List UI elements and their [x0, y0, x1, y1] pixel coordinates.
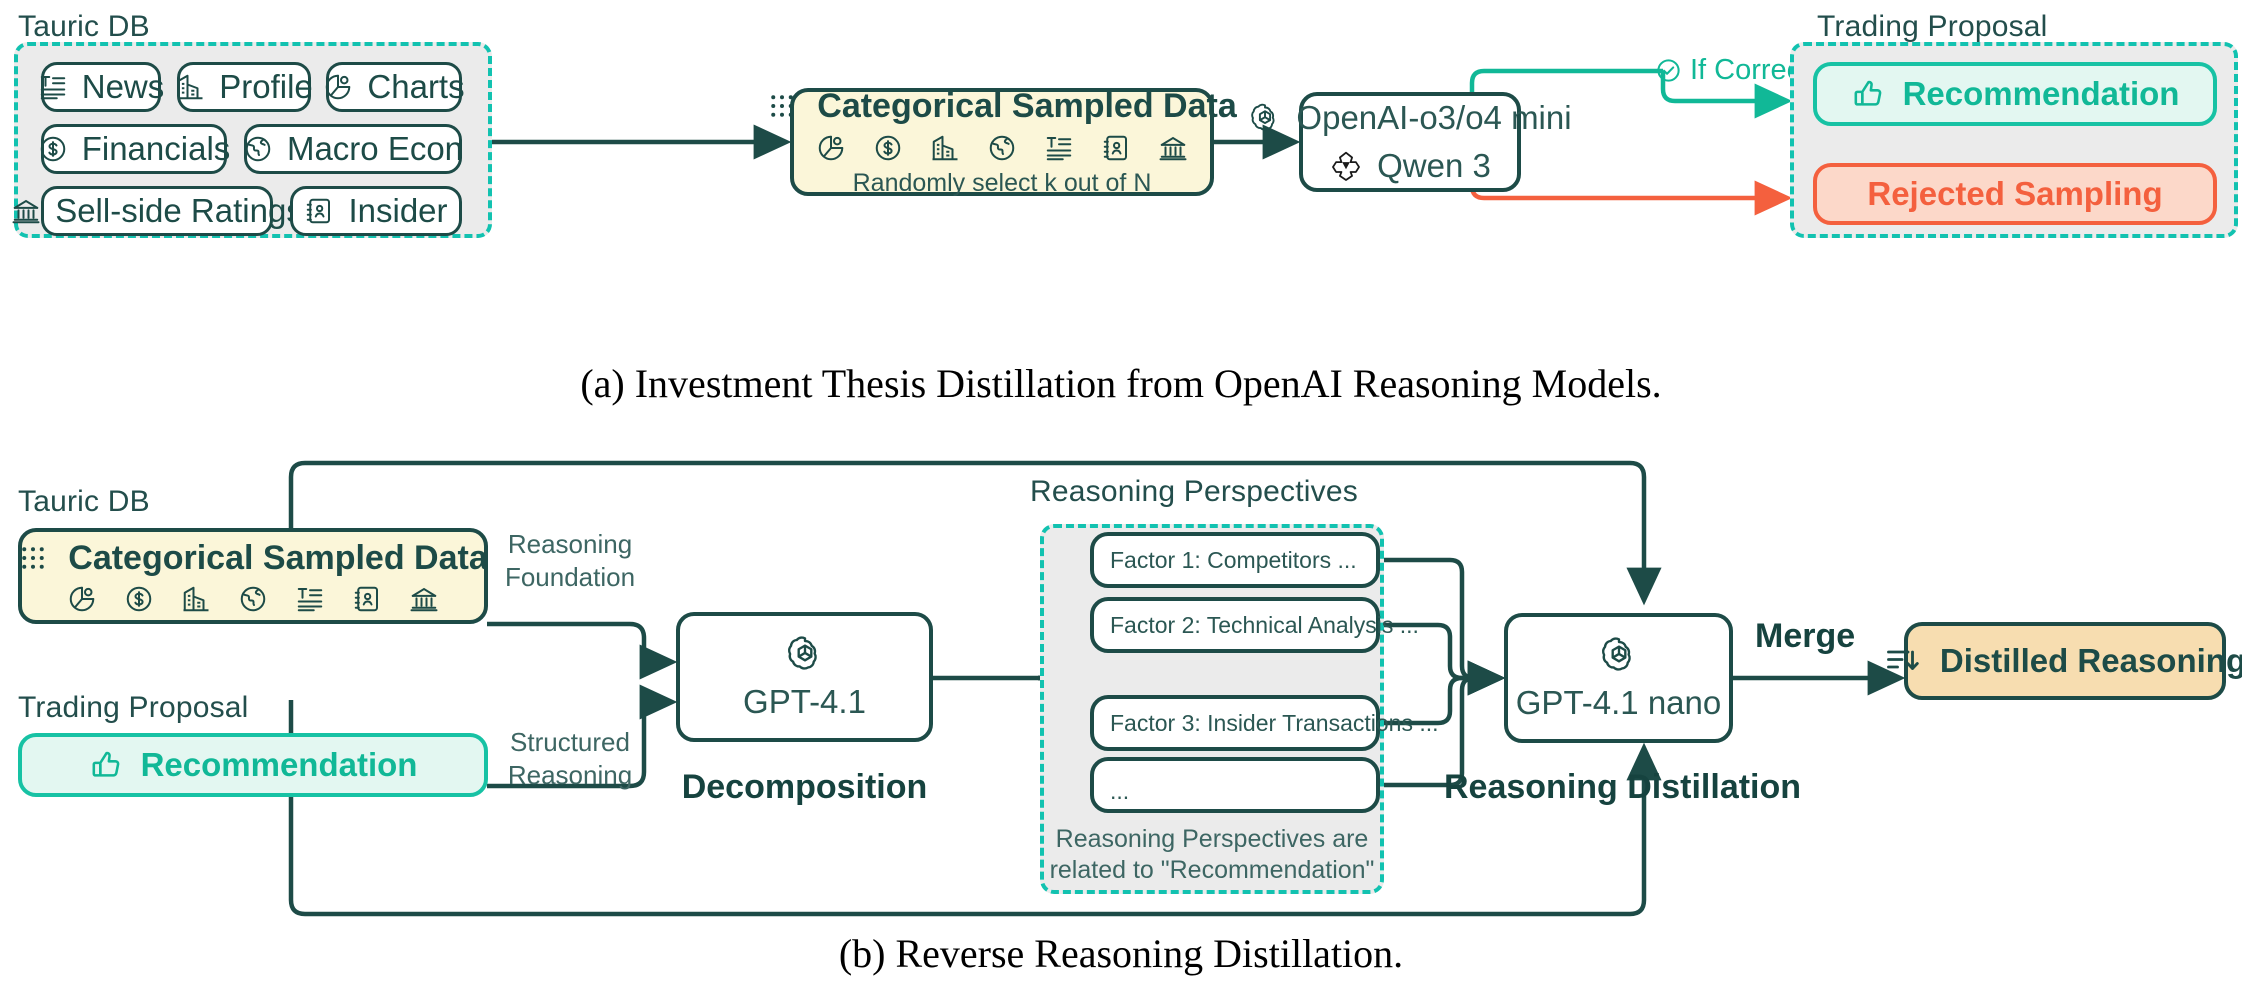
- contact-card-icon: [352, 584, 382, 614]
- db-chip-profile[interactable]: Profile: [175, 62, 313, 112]
- recommendation-label-b: Recommendation: [140, 746, 418, 783]
- bank-icon: [11, 196, 41, 226]
- openai-icon: [784, 633, 826, 675]
- factor-label: ...: [1110, 778, 1130, 804]
- text-lines-icon: [295, 584, 325, 614]
- db-chip-label: News: [81, 68, 165, 105]
- perspectives-note: Reasoning Perspectives are related to "R…: [1049, 825, 1375, 885]
- pie-chart-icon: [67, 584, 97, 614]
- openai-icon: [1248, 101, 1282, 135]
- contact-card-icon: [304, 196, 334, 226]
- distilled-reasoning-label: Distilled Reasoning: [1939, 642, 2242, 679]
- factor-box-3[interactable]: Factor 3: Insider Transactions ...: [1090, 695, 1439, 751]
- edge-label-reasoning-foundation: Reasoning Foundation: [504, 529, 636, 592]
- dot-grid-icon: [18, 543, 48, 573]
- list-down-icon: [1884, 643, 1920, 679]
- recommendation-label-a: Recommendation: [1902, 75, 2180, 112]
- decomposition-model-label: GPT-4.1: [743, 683, 866, 720]
- panel-b-caption: (b) Reverse Reasoning Distillation.: [838, 931, 1404, 976]
- panel-a-model-label-0: OpenAI-o3/o4 mini: [1296, 99, 1572, 136]
- edge-label-merge: Merge: [1755, 617, 1856, 655]
- panel-b-sampler-icon-row: [67, 584, 439, 614]
- perspectives-group-label: Reasoning Perspectives: [1030, 475, 1358, 508]
- panel-a-model-box: OpenAI-o3/o4 mini Qwen 3: [1251, 92, 1572, 192]
- openai-icon: [1598, 634, 1640, 676]
- globe-icon: [243, 134, 273, 164]
- factor-box-1[interactable]: Factor 1: Competitors ...: [1090, 532, 1380, 588]
- db-chip-news[interactable]: News: [38, 62, 164, 112]
- panel-a-sampler-subtitle: Randomly select k out of N: [852, 168, 1152, 197]
- building-icon: [181, 584, 211, 614]
- db-chip-label: Sell-side Ratings: [55, 192, 303, 229]
- text-lines-icon: [1044, 133, 1074, 163]
- recommendation-card-b[interactable]: Recommendation: [18, 733, 488, 797]
- factor-label: Factor 1: Competitors ...: [1110, 546, 1357, 573]
- factor-label: Factor 3: Insider Transactions ...: [1110, 709, 1439, 736]
- panel-a-caption: (a) Investment Thesis Distillation from …: [580, 361, 1662, 406]
- panel-b-sampler-card: Categorical Sampled Data: [18, 528, 488, 624]
- distillation-stage-label: Reasoning Distillation: [1444, 768, 1802, 806]
- bank-icon: [1158, 133, 1188, 163]
- panel-a-proposal-group-label: Trading Proposal: [1817, 10, 2048, 43]
- text-lines-icon: [38, 72, 68, 102]
- building-icon: [175, 72, 205, 102]
- building-icon: [930, 133, 960, 163]
- panel-a-db-group-label: Tauric DB: [18, 10, 150, 43]
- qwen-icon: [1329, 149, 1363, 183]
- panel-a-sampler-icon-row: [816, 133, 1188, 163]
- db-chip-label: Macro Econ: [286, 130, 464, 167]
- globe-icon: [987, 133, 1017, 163]
- db-chip-charts[interactable]: Charts: [323, 62, 465, 112]
- panel-a-sampler-card: Categorical Sampled Data Randomly select…: [771, 87, 1237, 197]
- edge-label-structured-reasoning: Structured Reasoning: [507, 727, 633, 790]
- db-chip-sell-side-ratings[interactable]: Sell-side Ratings: [12, 186, 303, 236]
- dollar-circle-icon: [873, 133, 903, 163]
- if-correct-label: If Correct: [1690, 54, 1810, 86]
- panel-a-model-label-1: Qwen 3: [1377, 147, 1491, 184]
- db-chip-insider[interactable]: Insider: [290, 186, 462, 236]
- thumbs-up-icon: [1851, 77, 1885, 111]
- db-chip-label: Charts: [367, 68, 465, 105]
- thumbs-up-icon: [89, 748, 123, 782]
- db-chip-label: Financials: [81, 130, 231, 167]
- db-chip-label: Insider: [348, 192, 448, 229]
- rejected-sampling-label: Rejected Sampling: [1867, 175, 2163, 212]
- distilled-reasoning-card[interactable]: Distilled Reasoning: [1886, 622, 2242, 700]
- db-chip-label: Profile: [219, 68, 313, 105]
- factor-box-2[interactable]: Factor 2: Technical Analysis ...: [1090, 597, 1419, 653]
- distillation-model-label: GPT-4.1 nano: [1515, 684, 1722, 721]
- factor-box-4[interactable]: ...: [1090, 757, 1380, 813]
- dot-grid-icon: [767, 91, 797, 121]
- dollar-circle-icon: [124, 584, 154, 614]
- pie-chart-icon: [816, 133, 846, 163]
- decomposition-model-box: GPT-4.1: [676, 612, 933, 742]
- db-chip-financials[interactable]: Financials: [38, 124, 230, 174]
- globe-icon: [238, 584, 268, 614]
- dollar-circle-icon: [38, 134, 68, 164]
- check-circle-icon: [1655, 57, 1682, 84]
- db-chip-macro-econ[interactable]: Macro Econ: [243, 124, 464, 174]
- pie-chart-icon: [323, 72, 353, 102]
- panel-b-db-label: Tauric DB: [18, 485, 150, 518]
- rejected-sampling-card[interactable]: Rejected Sampling: [1813, 163, 2217, 225]
- panel-a-sampler-title: Categorical Sampled Data: [817, 86, 1237, 125]
- bank-icon: [409, 584, 439, 614]
- if-correct-label-wrap: If Correct: [1655, 54, 1809, 87]
- distillation-model-box: GPT-4.1 nano: [1504, 613, 1733, 743]
- recommendation-card-a[interactable]: Recommendation: [1813, 62, 2217, 126]
- decomposition-stage-label: Decomposition: [681, 768, 928, 806]
- panel-b-sampler-title: Categorical Sampled Data: [68, 538, 488, 577]
- panel-b-proposal-label: Trading Proposal: [18, 691, 249, 724]
- contact-card-icon: [1101, 133, 1131, 163]
- factor-label: Factor 2: Technical Analysis ...: [1110, 611, 1419, 638]
